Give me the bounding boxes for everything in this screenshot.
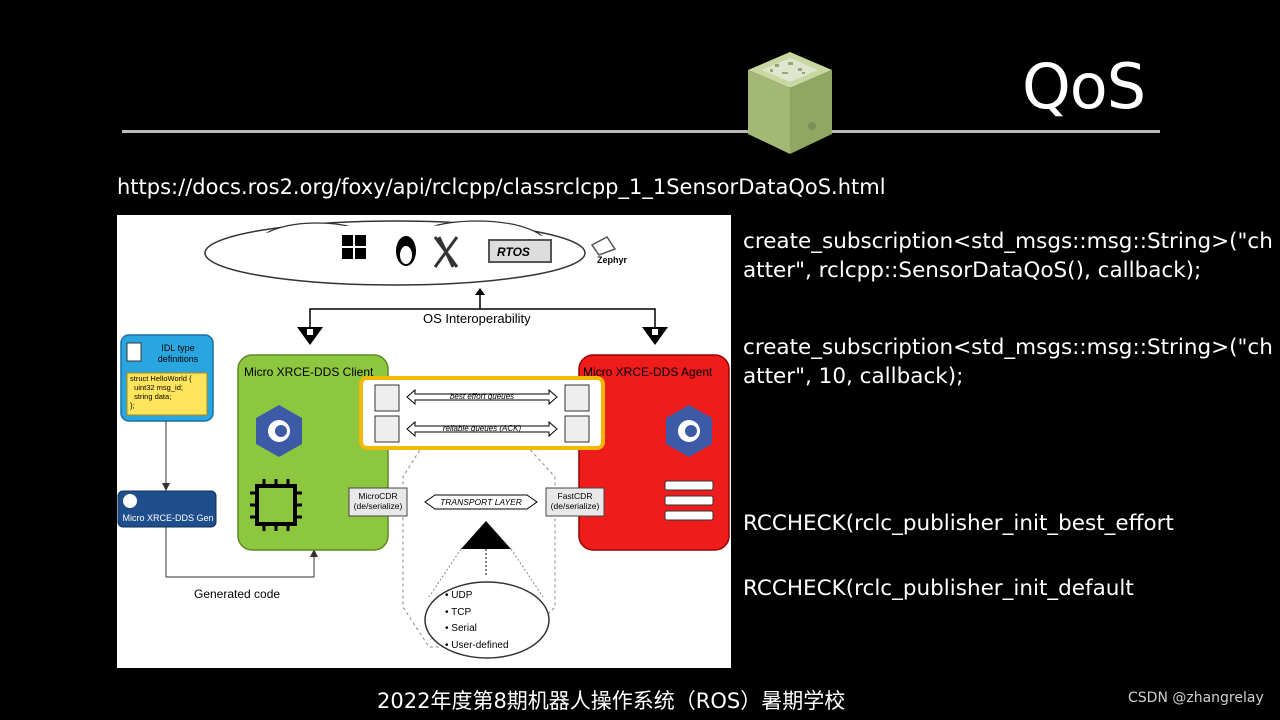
code-sensor-qos: create_subscription<std_msgs::msg::Strin…: [743, 229, 1273, 283]
reliable-label: reliable queues (ACK): [442, 424, 522, 433]
microcdr-label: MicroCDR (de/serialize): [353, 491, 403, 511]
transport-item: • Serial: [445, 623, 477, 634]
xrce-architecture-diagram: OS Interoperability RTOS Zephyr IDL type…: [117, 215, 731, 668]
transport-item: • UDP: [445, 590, 473, 601]
code-best-effort: RCCHECK(rclc_publisher_init_best_effort: [743, 511, 1174, 536]
os-interop-label: OS Interoperability: [423, 311, 531, 326]
slide-footer: 2022年度第8期机器人操作系统（ROS）暑期学校: [377, 689, 846, 713]
transport-item: • User-defined: [445, 639, 509, 651]
csdn-watermark: CSDN @zhangrelay: [1128, 690, 1264, 706]
gen-label: Micro XRCE-DDS Gen: [122, 513, 214, 523]
generated-code-label: Generated code: [194, 587, 281, 601]
rtos-logo: RTOS: [497, 245, 530, 259]
code-depth-qos: create_subscription<std_msgs::msg::Strin…: [743, 335, 1273, 389]
idl-title: IDL type definitions: [157, 343, 199, 364]
transport-list: • UDP • TCP • Serial • User-defined: [445, 588, 509, 654]
code-default: RCCHECK(rclc_publisher_init_default: [743, 576, 1134, 601]
zephyr-logo: Zephyr: [597, 255, 628, 265]
idl-code: struct HelloWorld { uint32 msg_id; strin…: [130, 374, 192, 410]
title-divider: [122, 130, 1160, 133]
fastcdr-label: FastCDR (de/serialize): [550, 491, 600, 511]
transport-item: • TCP: [445, 606, 472, 618]
agent-label: Micro XRCE-DDS Agent: [583, 365, 713, 379]
best-effort-label: best effort queues: [449, 392, 515, 401]
client-label: Micro XRCE-DDS Client: [244, 365, 374, 379]
diagram-shapes: [117, 220, 730, 659]
slide-title: QoS: [1022, 50, 1146, 123]
transport-layer-label: TRANSPORT LAYER: [440, 497, 522, 507]
qos-doc-url[interactable]: https://docs.ros2.org/foxy/api/rclcpp/cl…: [117, 175, 886, 199]
device-cube-image: [748, 52, 832, 154]
